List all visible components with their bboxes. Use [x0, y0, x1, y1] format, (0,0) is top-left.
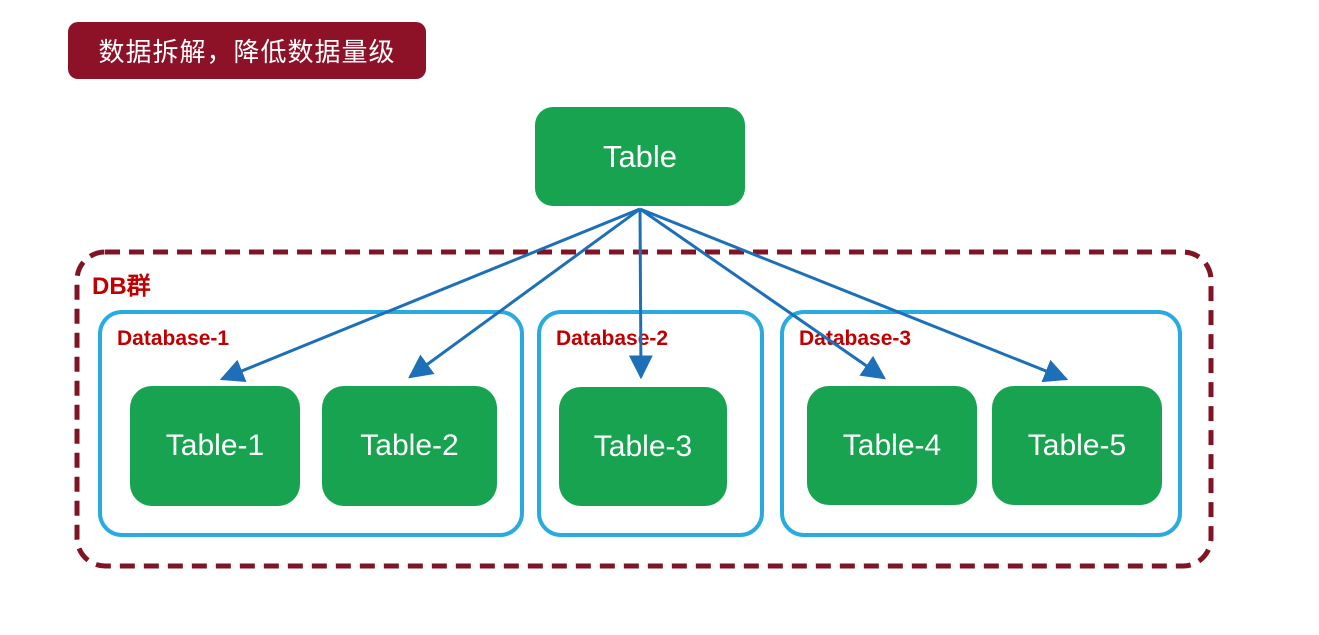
node-root-table: Table	[535, 107, 745, 206]
node-root-table-label: Table	[602, 138, 678, 174]
node-table-4-label: Table-4	[842, 428, 942, 462]
node-table-3: Table-3	[559, 387, 727, 506]
node-table-2-label: Table-2	[360, 429, 459, 462]
db-group-label: DB群	[92, 273, 151, 300]
database-1-box: Database-1 Table-1 Table-2	[98, 310, 524, 537]
node-table-5-label: Table-5	[1027, 428, 1127, 462]
database-2-box: Database-2 Table-3	[537, 310, 764, 537]
database-2-label: Database-2	[556, 327, 669, 350]
node-table-2: Table-2	[322, 386, 497, 506]
title-banner-text: 数据拆解，降低数据量级	[98, 38, 396, 68]
node-table-4: Table-4	[807, 386, 977, 505]
node-table-1: Table-1	[130, 386, 300, 506]
database-1-label: Database-1	[117, 327, 230, 350]
database-3-label: Database-3	[799, 327, 912, 350]
node-table-3-label: Table-3	[593, 429, 693, 463]
title-banner: 数据拆解，降低数据量级	[68, 22, 426, 79]
node-table-1-label: Table-1	[165, 429, 265, 462]
node-table-5: Table-5	[992, 386, 1162, 505]
database-3-box: Database-3 Table-4 Table-5	[780, 310, 1182, 537]
